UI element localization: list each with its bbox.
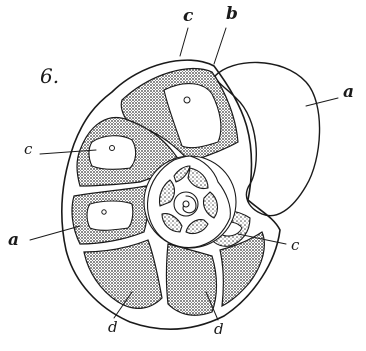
label-top-c: c: [183, 8, 193, 25]
chamber-top-aperture: [184, 97, 190, 103]
chamber-left-upper-cavity: [89, 136, 136, 170]
label-top-b: b: [226, 6, 238, 23]
inner-spiral-whorl: [144, 156, 236, 248]
chamber-left-upper-aperture: [110, 146, 115, 151]
label-right-c: c: [291, 238, 299, 253]
chamber-bottom-left: [84, 240, 162, 308]
chamber-left-lower-aperture: [102, 210, 106, 214]
label-left-c: c: [24, 142, 32, 157]
label-bottom-d-right: d: [214, 322, 224, 337]
label-right-a: a: [343, 84, 354, 101]
chamber-left-lower-cavity: [87, 201, 133, 230]
label-left-a: a: [8, 232, 19, 249]
chamber-bottom-mid: [167, 244, 217, 315]
label-bottom-d-left: d: [108, 320, 118, 335]
figure-number: 6.: [40, 66, 59, 86]
